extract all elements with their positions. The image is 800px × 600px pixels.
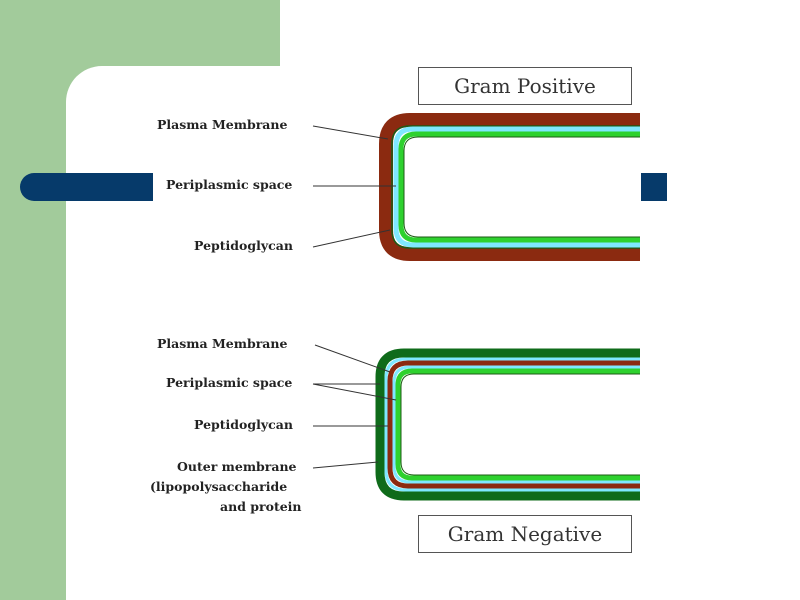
gn-plasma-membrane-leader <box>314 344 391 373</box>
gn-outer-membrane-layer <box>375 348 640 501</box>
gram-negative-wall <box>375 348 640 501</box>
gn-outer-membrane-label: Outer membrane <box>177 459 297 474</box>
accent-bar-right <box>641 173 667 201</box>
gp-plasma-membrane-layer <box>398 131 640 243</box>
slide-content-panel <box>66 66 800 600</box>
gn-outer-periplasmic-layer <box>384 357 640 492</box>
gp-peptidoglycan-edge <box>391 125 640 249</box>
gp-plasma-membrane-inner-edge <box>403 136 640 238</box>
gp-periplasmic-space-label: Periplasmic space <box>166 177 293 192</box>
gram-positive-title: Gram Positive <box>418 67 632 105</box>
gp-leader-lines <box>312 125 396 248</box>
gn-leader-lines <box>312 344 397 469</box>
accent-bar-left <box>20 173 153 201</box>
gp-peptidoglycan-leader <box>312 229 391 248</box>
gn-inner-periplasmic-layer <box>392 365 640 484</box>
gn-peptidoglycan-label: Peptidoglycan <box>194 417 293 432</box>
gp-plasma-membrane-label: Plasma Membrane <box>157 117 288 132</box>
gn-periplasmic-space-label: Periplasmic space <box>166 375 293 390</box>
gn-outer-membrane-detail-label: (lipopolysaccharide <box>150 479 288 494</box>
gp-periplasmic-layer <box>393 126 640 248</box>
gn-plasma-membrane-inner-edge <box>400 373 640 476</box>
gp-peptidoglycan-label: Peptidoglycan <box>194 238 293 253</box>
gp-peptidoglycan-layer <box>379 113 640 261</box>
gn-outer-membrane-detail-label-2: and protein <box>220 499 302 514</box>
gn-periplasmic-leader-b <box>312 383 397 401</box>
gn-peptidoglycan-layer <box>387 360 640 489</box>
gn-plasma-membrane-layer <box>395 368 640 481</box>
gram-positive-wall <box>379 113 640 261</box>
gp-plasma-membrane-leader <box>312 125 389 140</box>
gn-plasma-membrane-label: Plasma Membrane <box>157 336 288 351</box>
gn-outer-membrane-leader <box>312 461 379 469</box>
gram-negative-title: Gram Negative <box>418 515 632 553</box>
